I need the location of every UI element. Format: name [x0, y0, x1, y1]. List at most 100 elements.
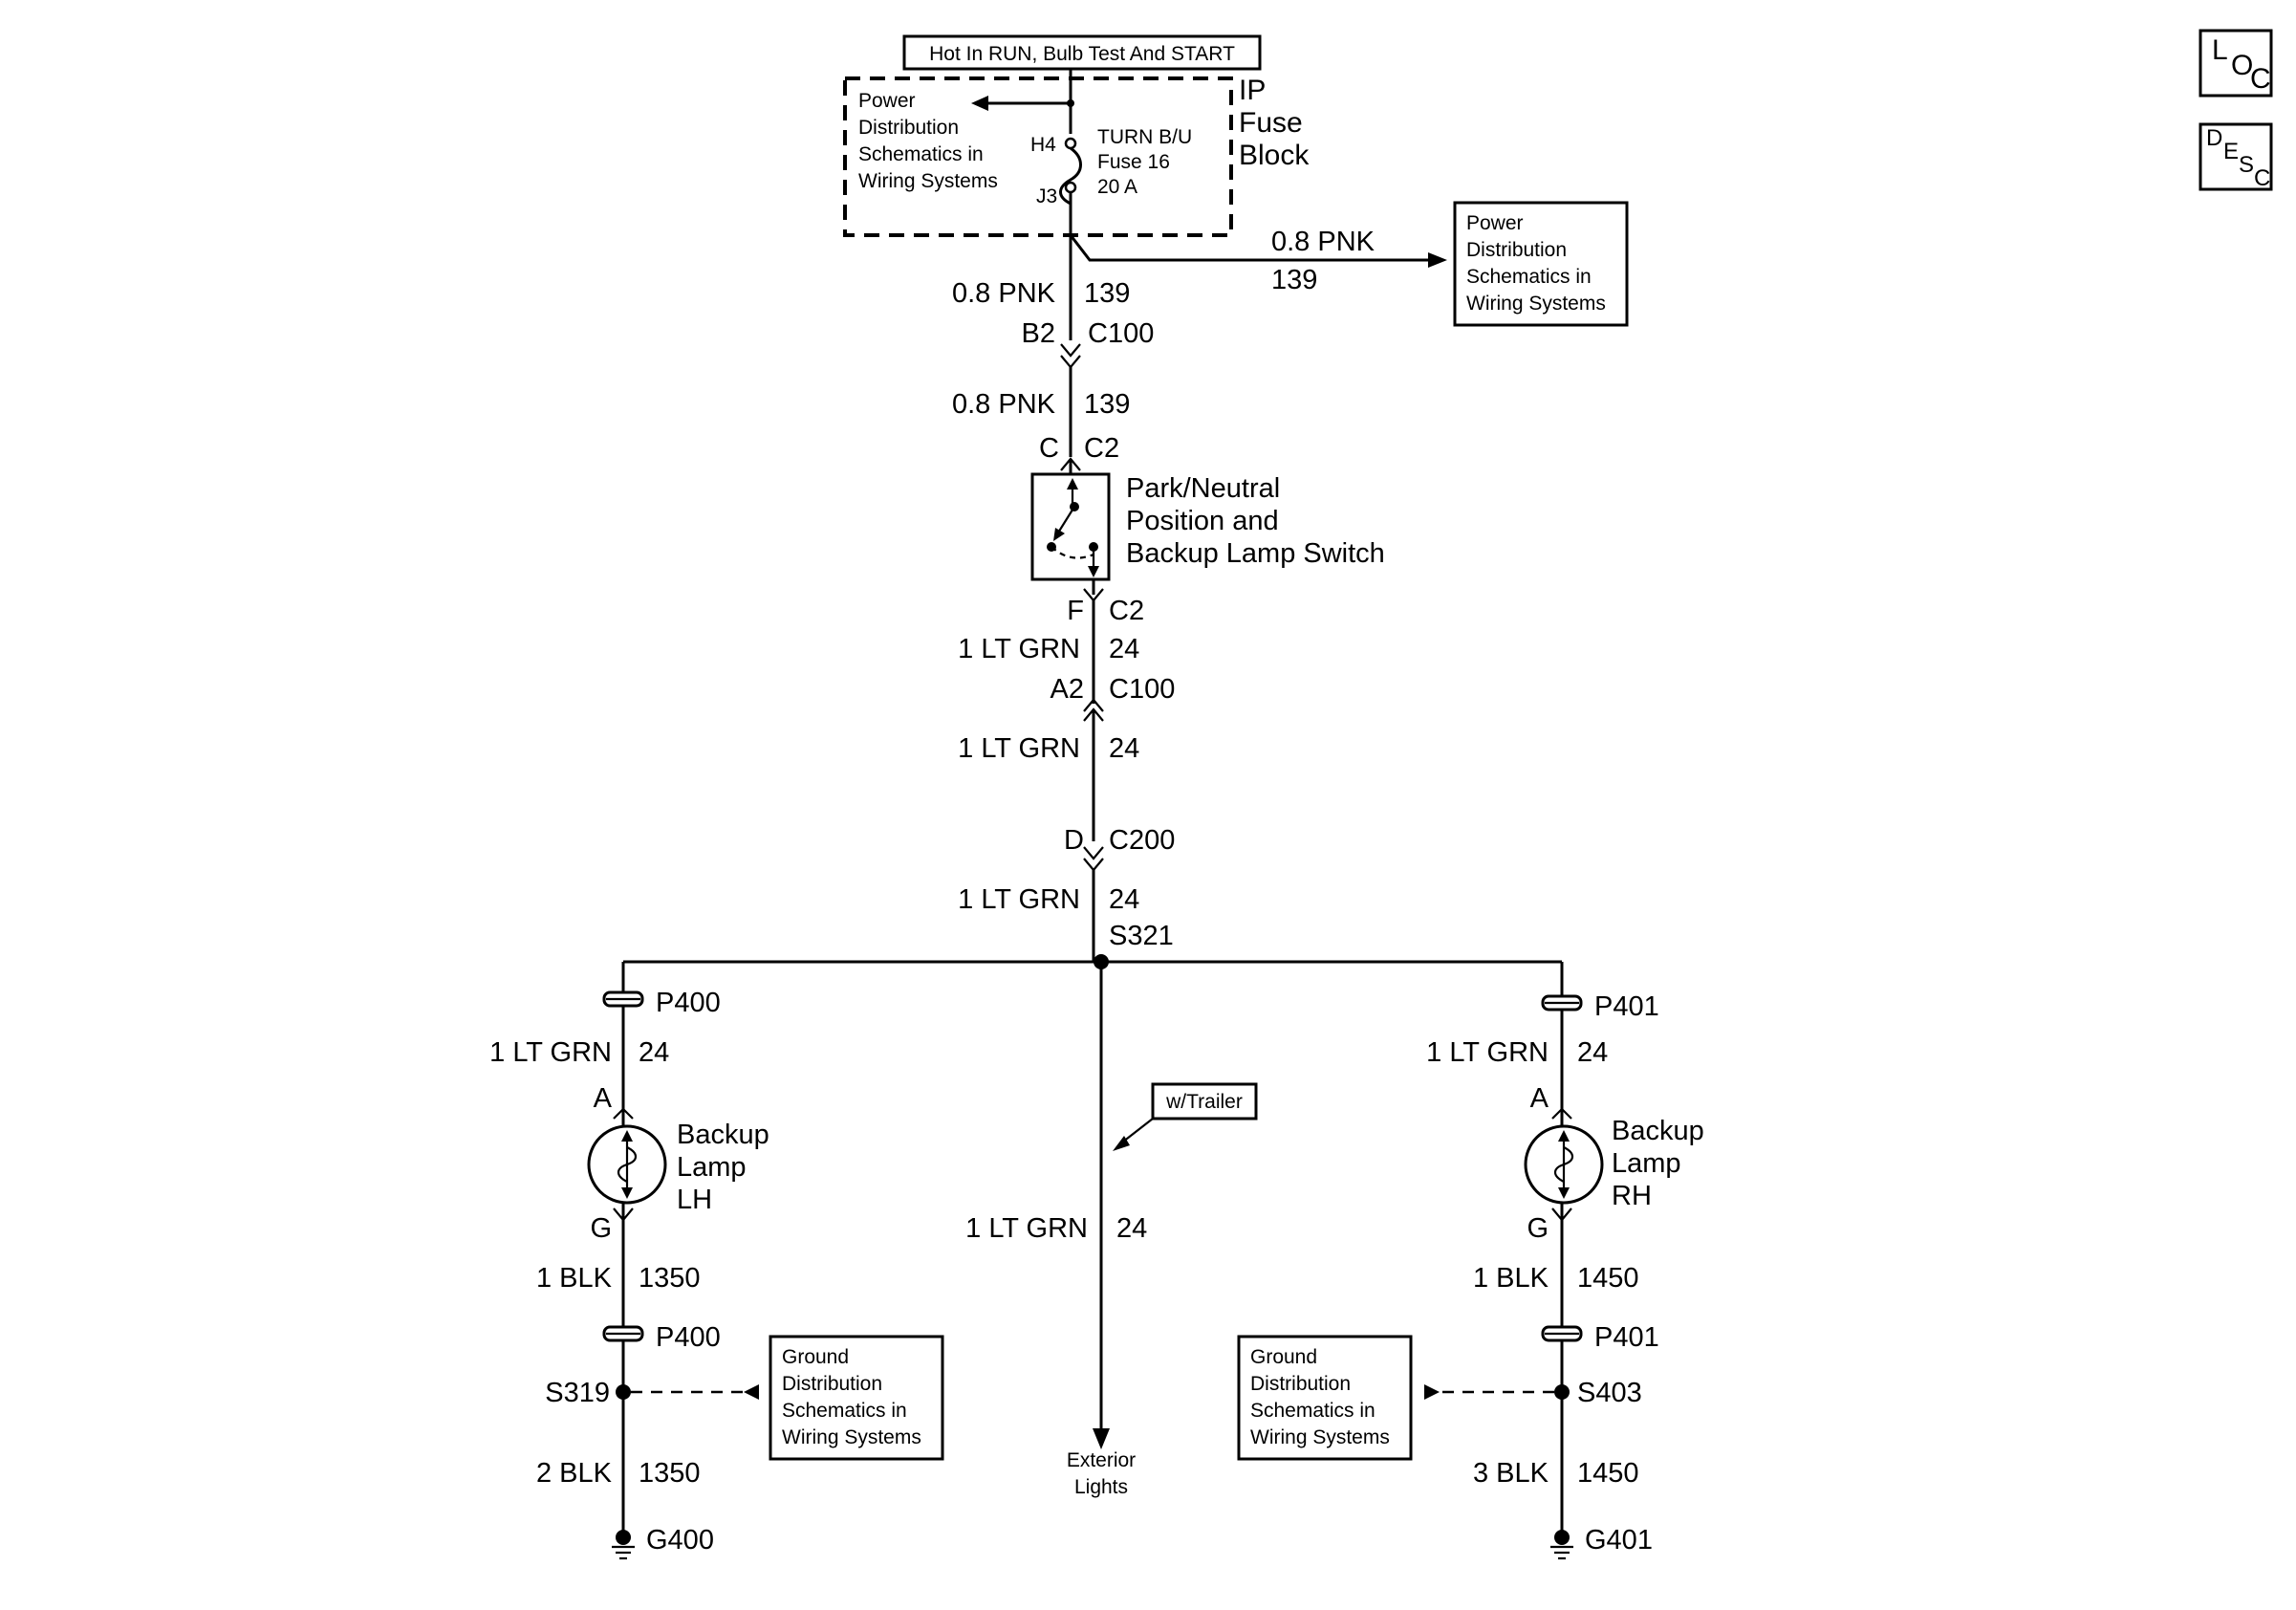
right-ground-ref-line2: Distribution — [1250, 1373, 1351, 1395]
fuse-ref-line1: Power — [858, 90, 916, 112]
left-ground-ref-line2: Distribution — [782, 1373, 882, 1395]
right-ground-ref-line3: Schematics in — [1250, 1400, 1375, 1422]
desc-icon[interactable]: D E S C — [2199, 122, 2273, 191]
c100-b2-connector — [1060, 343, 1081, 358]
fuse-ref-line4: Wiring Systems — [858, 170, 998, 192]
w4-circuit: 24 — [1109, 733, 1139, 764]
fuse-pin-in: H4 — [1030, 134, 1056, 156]
w5-circuit: 24 — [1109, 884, 1139, 915]
left-ground-ref-line1: Ground — [782, 1346, 849, 1368]
left-ground-ref-line3: Schematics in — [782, 1400, 907, 1422]
lamp-lh-line3: LH — [677, 1185, 712, 1215]
switch-name-line2: Position and — [1126, 506, 1279, 536]
fuse-16-symbol — [1059, 146, 1082, 206]
right-branch: P401 1 LT GRN 24 A Backup Lamp RH G 1 BL… — [1237, 962, 1704, 1560]
right-wire-bot-circuit: 1450 — [1577, 1458, 1639, 1489]
left-wire-bot-circuit: 1350 — [639, 1458, 701, 1489]
splice-s403-label: S403 — [1577, 1378, 1642, 1408]
w3-circuit: 24 — [1109, 634, 1139, 664]
ip-fuse-block-outline — [843, 76, 1233, 237]
branch-right-ref-box — [1453, 201, 1629, 327]
branch-right-ref-line2: Distribution — [1466, 239, 1567, 261]
branch-right-wire: 0.8 PNK — [1271, 227, 1375, 257]
desc-icon-letter-c2: C — [2254, 165, 2270, 191]
c2-in-pin: C — [1039, 433, 1059, 464]
left-pin-g: G — [590, 1213, 612, 1244]
c2-out-pin: F — [1067, 596, 1084, 626]
splice-s403 — [1554, 1384, 1570, 1400]
right-wire-mid-color: 1 BLK — [1473, 1263, 1549, 1294]
w2-circuit: 139 — [1084, 389, 1130, 420]
w4-wire-color: 1 LT GRN — [958, 733, 1080, 764]
lamp-rh-line1: Backup — [1612, 1116, 1704, 1146]
splice-s321-label: S321 — [1109, 921, 1174, 951]
hot-in-label-box — [902, 34, 1262, 71]
left-ground-ref-line4: Wiring Systems — [782, 1426, 921, 1448]
loc-icon-letter-c: C — [2250, 63, 2271, 95]
loc-icon-letter-o: O — [2231, 50, 2253, 81]
fuse-name-line2: Fuse 16 — [1097, 151, 1170, 173]
p400-bottom-label: P400 — [656, 1322, 721, 1353]
w-trailer-option: w/Trailer — [1165, 1091, 1243, 1113]
right-pin-g: G — [1527, 1213, 1549, 1244]
splice-s319 — [616, 1384, 631, 1400]
fuse-pin-out: J3 — [1036, 185, 1057, 207]
right-ground-ref-line1: Ground — [1250, 1346, 1317, 1368]
left-branch: P400 1 LT GRN 24 A Backup Lamp LH G 1 BL… — [489, 962, 944, 1560]
c2-out-name: C2 — [1109, 596, 1144, 626]
left-wire-mid-color: 1 BLK — [536, 1263, 613, 1294]
ground-g401-icon — [1554, 1530, 1570, 1545]
right-wire-mid-circuit: 1450 — [1577, 1263, 1639, 1294]
c100-a2-name: C100 — [1109, 674, 1175, 705]
right-pin-a: A — [1530, 1083, 1549, 1114]
exterior-lights-line2: Lights — [1074, 1476, 1128, 1498]
p401-top-label: P401 — [1594, 991, 1659, 1022]
lamp-rh-line2: Lamp — [1612, 1148, 1681, 1179]
right-ground-ref-line4: Wiring Systems — [1250, 1426, 1390, 1448]
branch-right-arrow — [1428, 252, 1447, 268]
c200-name: C200 — [1109, 825, 1175, 856]
left-wire-top-color: 1 LT GRN — [489, 1037, 612, 1068]
desc-icon-letter-d: D — [2206, 125, 2222, 151]
lamp-lh-line1: Backup — [677, 1120, 769, 1150]
fuse-name-line1: TURN B/U — [1097, 126, 1192, 148]
splice-s319-label: S319 — [545, 1378, 610, 1408]
switch-name-line1: Park/Neutral — [1126, 473, 1280, 504]
left-wire-top-circuit: 24 — [639, 1037, 669, 1068]
left-ground-ref-box — [769, 1335, 944, 1461]
left-wire-bot-color: 2 BLK — [536, 1458, 613, 1489]
w1-wire-color: 0.8 PNK — [952, 278, 1056, 309]
desc-icon-letter-e: E — [2223, 139, 2239, 164]
branch-right-circuit: 139 — [1271, 265, 1317, 295]
ip-fuse-block-name-2: Fuse — [1239, 107, 1303, 139]
lamp-rh-filament-icon — [1553, 1146, 1574, 1183]
branch-right-ref-line3: Schematics in — [1466, 266, 1592, 288]
loc-icon[interactable]: L O C — [2199, 29, 2273, 98]
center-circuit: 24 — [1116, 1213, 1147, 1244]
p401-bottom-label: P401 — [1594, 1322, 1659, 1353]
c200-connector — [1083, 846, 1104, 860]
fuse-ref-arrow — [971, 96, 988, 111]
right-ground-ref-box — [1237, 1335, 1413, 1461]
c100-b2-pin: B2 — [1022, 318, 1055, 349]
c100-b2-name: C100 — [1088, 318, 1154, 349]
lamp-lh-line2: Lamp — [677, 1152, 747, 1183]
ip-fuse-block-name-3: Block — [1239, 140, 1310, 171]
ground-g400-label: G400 — [646, 1525, 714, 1556]
center-wire-color: 1 LT GRN — [965, 1213, 1088, 1244]
fuse-name-line3: 20 A — [1097, 176, 1137, 198]
p400-top-label: P400 — [656, 988, 721, 1018]
park-neutral-switch-box[interactable] — [1030, 472, 1111, 581]
lamp-lh-filament-icon — [617, 1146, 638, 1183]
ip-fuse-block-name-1: IP — [1239, 75, 1266, 106]
loc-icon-letter-l: L — [2212, 34, 2228, 66]
desc-icon-letter-s: S — [2239, 152, 2254, 178]
switch-name-line3: Backup Lamp Switch — [1126, 538, 1385, 569]
w5-wire-color: 1 LT GRN — [958, 884, 1080, 915]
ground-g401-label: G401 — [1585, 1525, 1653, 1556]
fuse-ref-line2: Distribution — [858, 117, 959, 139]
exterior-lights-line1: Exterior — [1067, 1449, 1136, 1471]
right-wire-top-color: 1 LT GRN — [1426, 1037, 1549, 1068]
w1-circuit: 139 — [1084, 278, 1130, 309]
